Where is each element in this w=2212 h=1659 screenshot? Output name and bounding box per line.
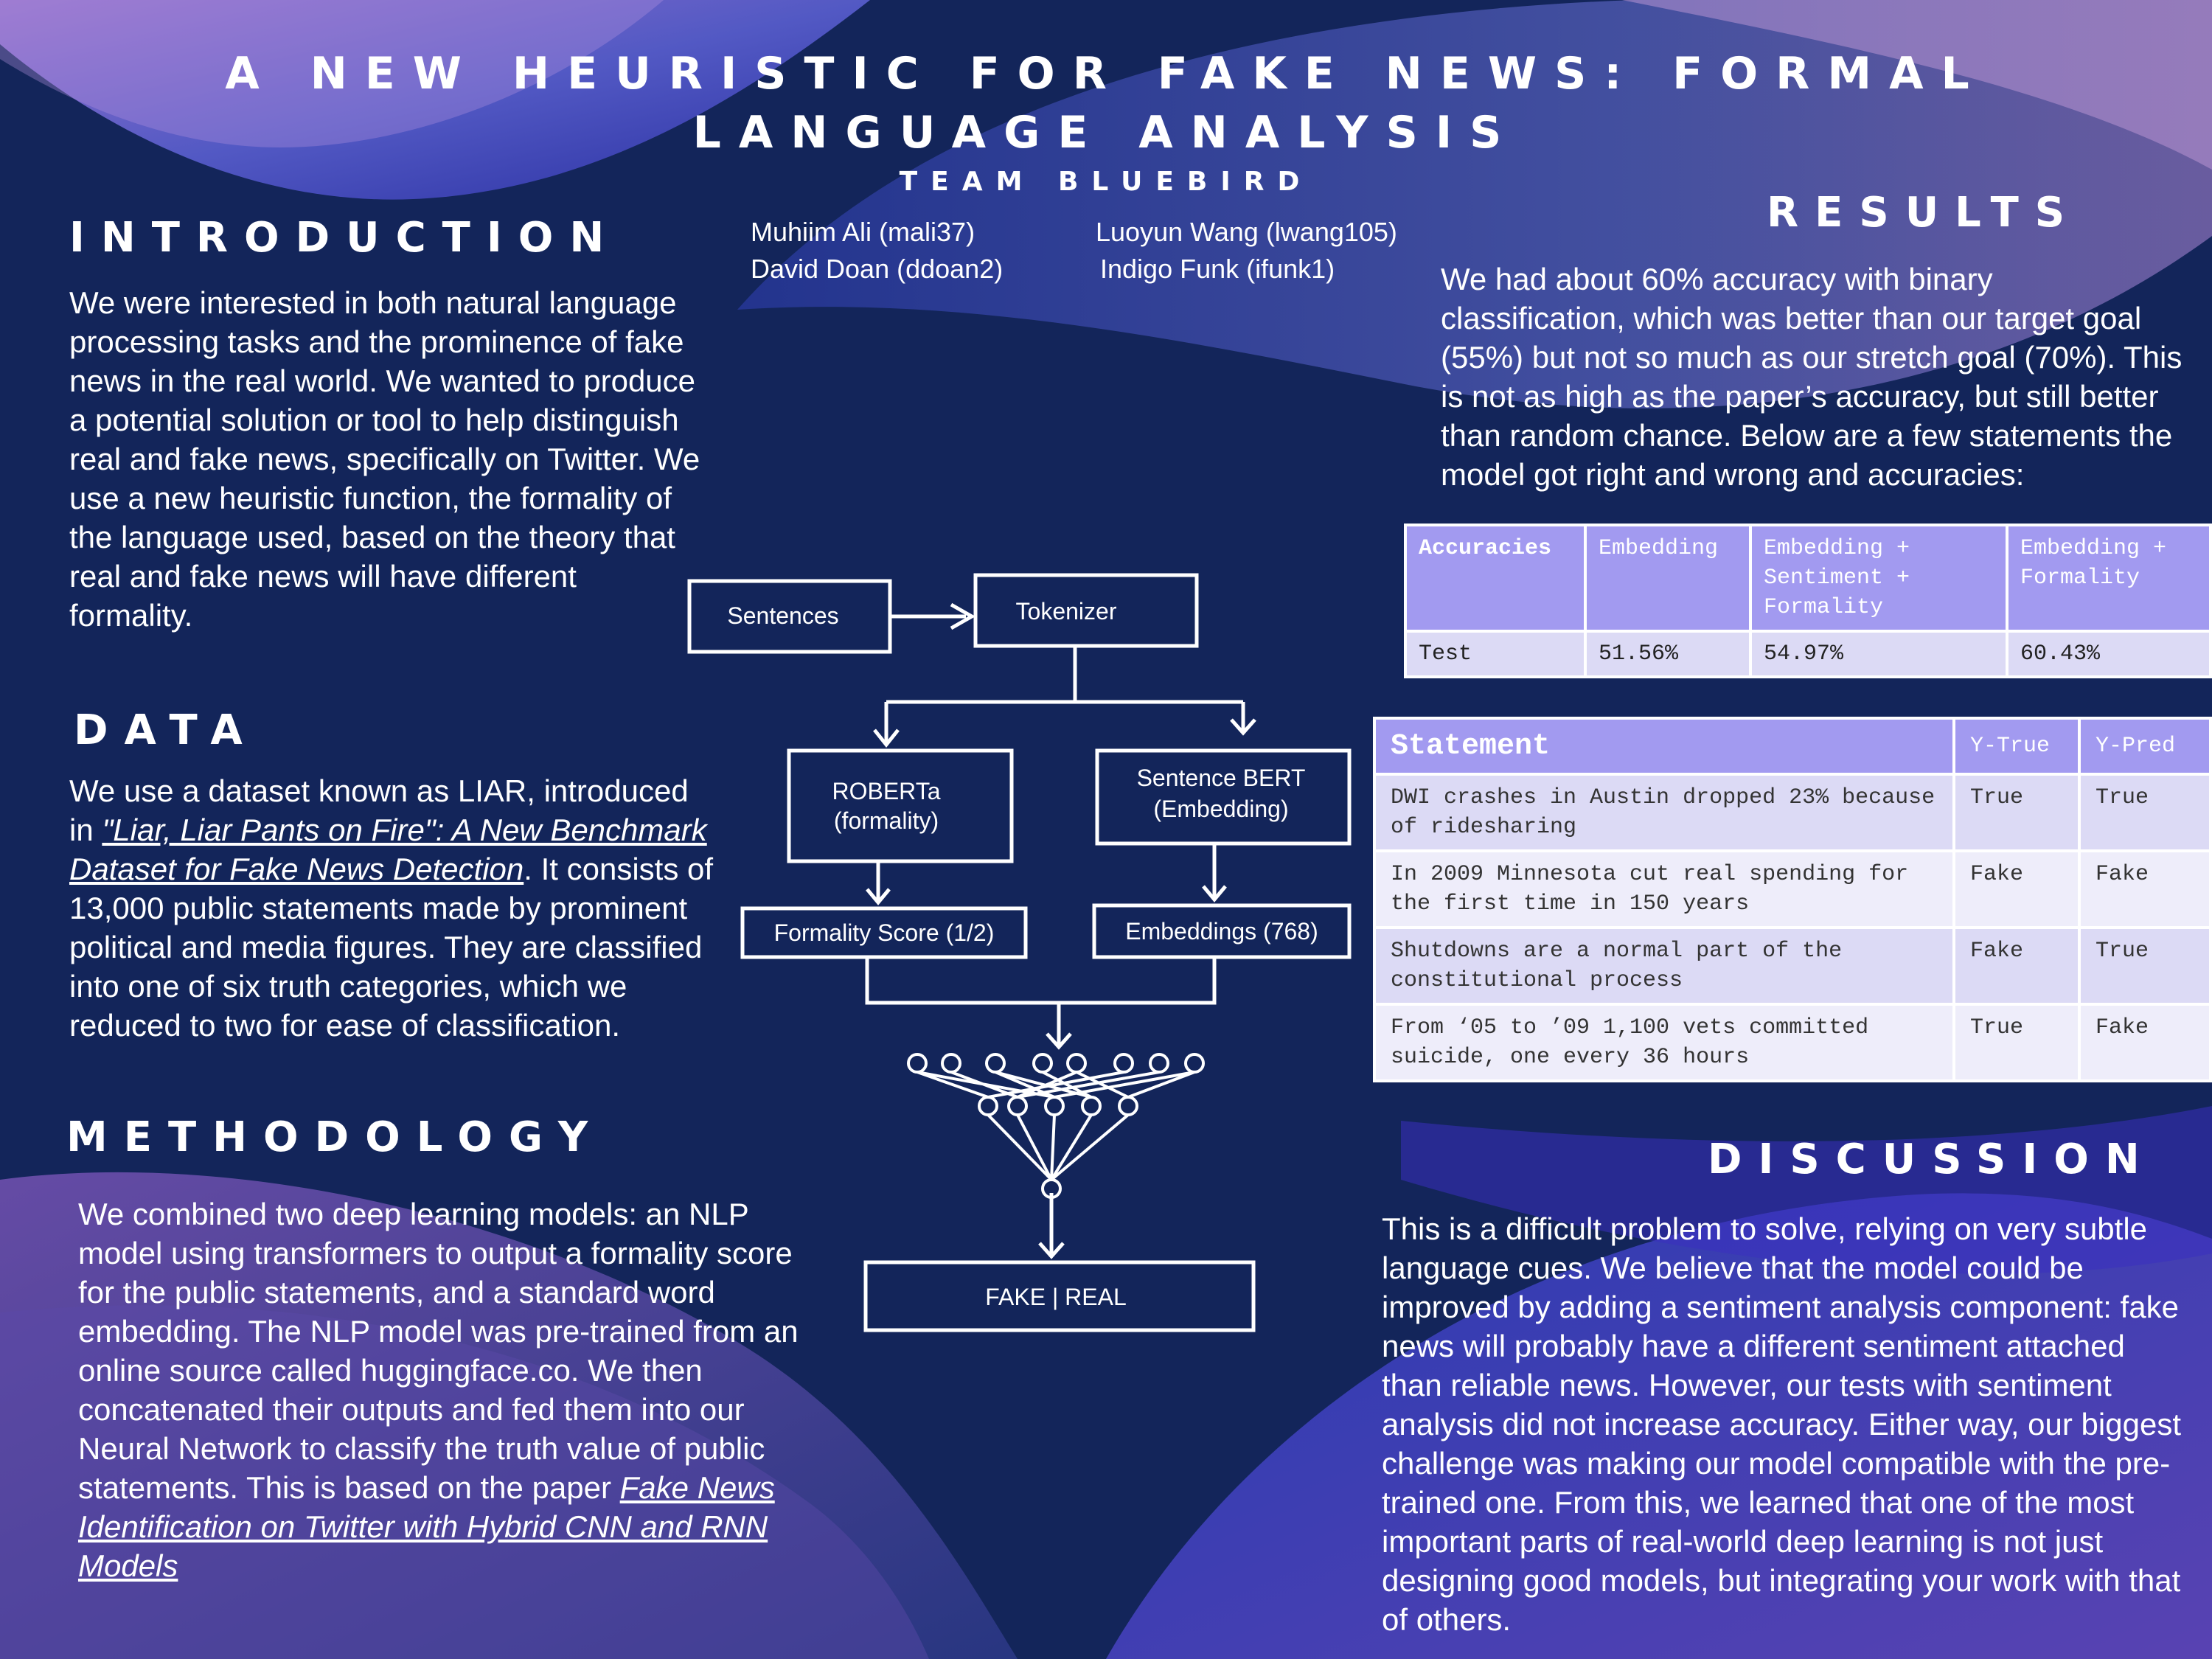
table-header-cell: Y-True bbox=[1955, 720, 2078, 773]
embeddings-label: Embeddings (768) bbox=[1125, 918, 1318, 945]
formality-score-label: Formality Score (1/2) bbox=[774, 919, 995, 946]
statement-cell: From ‘05 to ’09 1,100 vets committed sui… bbox=[1376, 1006, 1952, 1079]
y-true-cell: Fake bbox=[1955, 929, 2078, 1003]
y-true-cell: Fake bbox=[1955, 852, 2078, 926]
statement-table: Statement Y-True Y-Pred DWI crashes in A… bbox=[1373, 717, 2212, 1082]
output-label: FAKE | REAL bbox=[985, 1284, 1127, 1310]
architecture-diagram: Sentences Tokenizer ROBERTa (formality) … bbox=[687, 573, 1352, 1332]
discussion-heading: DISCUSSION bbox=[1708, 1135, 2156, 1183]
table-row: Shutdowns are a normal part of the const… bbox=[1376, 929, 2209, 1003]
table-row: Test 51.56% 54.97% 60.43% bbox=[1407, 633, 2209, 675]
roberta-sublabel: (formality) bbox=[834, 807, 939, 834]
author-4: Indigo Funk (ifunk1) bbox=[1100, 254, 1335, 284]
methodology-heading: METHODOLOGY bbox=[66, 1113, 605, 1161]
table-header-cell: Accuracies bbox=[1407, 526, 1584, 630]
neural-network-icon bbox=[907, 1053, 1205, 1199]
author-3: David Doan (ddoan2) bbox=[751, 254, 1004, 284]
data-text-rest: . It consists of 13,000 public statement… bbox=[69, 852, 714, 1043]
results-heading: RESULTS bbox=[1767, 189, 2081, 237]
y-pred-cell: Fake bbox=[2081, 852, 2209, 926]
team-name: TEAM BLUEBIRD bbox=[899, 167, 1313, 197]
table-header-row: Accuracies Embedding Embedding + Sentime… bbox=[1407, 526, 2209, 630]
table-row: DWI crashes in Austin dropped 23% becaus… bbox=[1376, 776, 2209, 849]
liar-paper-link[interactable]: "Liar, Liar Pants on Fire": A New Benchm… bbox=[69, 813, 707, 886]
table-row: From ‘05 to ’09 1,100 vets committed sui… bbox=[1376, 1006, 2209, 1079]
methodology-text-intro: We combined two deep learning models: an… bbox=[78, 1197, 799, 1505]
table-row: In 2009 Minnesota cut real spending for … bbox=[1376, 852, 2209, 926]
introduction-text: We were interested in both natural langu… bbox=[69, 285, 700, 633]
statement-cell: Shutdowns are a normal part of the const… bbox=[1376, 929, 1952, 1003]
sentence-bert-box bbox=[1095, 748, 1352, 846]
table-header-cell: Embedding + Sentiment + Formality bbox=[1752, 526, 2006, 630]
hybrid-cnn-rnn-paper-link[interactable]: Fake News Identification on Twitter with… bbox=[78, 1470, 775, 1583]
methodology-text: We combined two deep learning models: an… bbox=[78, 1194, 801, 1585]
embeddings-box bbox=[1092, 903, 1352, 959]
data-heading: DATA bbox=[74, 706, 259, 754]
sentences-label: Sentences bbox=[727, 602, 838, 629]
sentence-bert-label: Sentence BERT bbox=[1137, 765, 1306, 791]
output-box bbox=[863, 1260, 1256, 1332]
tokenizer-label: Tokenizer bbox=[1016, 598, 1117, 625]
table-header-cell: Y-Pred bbox=[2081, 720, 2209, 773]
accuracy-table: Accuracies Embedding Embedding + Sentime… bbox=[1404, 524, 2212, 678]
table-cell: Test bbox=[1407, 633, 1584, 675]
table-cell: 54.97% bbox=[1752, 633, 2006, 675]
y-true-cell: True bbox=[1955, 1006, 2078, 1079]
poster-title: A NEW HEURISTIC FOR FAKE NEWS: FORMAL LA… bbox=[225, 48, 1987, 159]
table-header-row: Statement Y-True Y-Pred bbox=[1376, 720, 2209, 773]
table-cell: 60.43% bbox=[2008, 633, 2209, 675]
y-pred-cell: Fake bbox=[2081, 1006, 2209, 1079]
y-true-cell: True bbox=[1955, 776, 2078, 849]
formality-score-box bbox=[740, 906, 1028, 959]
discussion-text: This is a difficult problem to solve, re… bbox=[1382, 1211, 2181, 1637]
roberta-label: ROBERTa bbox=[832, 778, 940, 804]
y-pred-cell: True bbox=[2081, 929, 2209, 1003]
statement-cell: In 2009 Minnesota cut real spending for … bbox=[1376, 852, 1952, 926]
tokenizer-box bbox=[973, 573, 1199, 648]
table-cell: 51.56% bbox=[1587, 633, 1749, 675]
statement-cell: DWI crashes in Austin dropped 23% becaus… bbox=[1376, 776, 1952, 849]
sentence-bert-sublabel: (Embedding) bbox=[1153, 796, 1288, 822]
data-text: We use a dataset known as LIAR, introduc… bbox=[69, 771, 718, 1045]
author-1: Muhiim Ali (mali37) bbox=[751, 217, 975, 247]
results-text: We had about 60% accuracy with binary cl… bbox=[1441, 262, 2183, 492]
table-header-cell: Embedding + Formality bbox=[2008, 526, 2209, 630]
introduction-heading: INTRODUCTION bbox=[69, 214, 621, 262]
table-header-cell: Embedding bbox=[1587, 526, 1749, 630]
table-header-cell: Statement bbox=[1376, 720, 1952, 773]
roberta-box bbox=[787, 748, 1014, 863]
author-2: Luoyun Wang (lwang105) bbox=[1096, 217, 1397, 247]
y-pred-cell: True bbox=[2081, 776, 2209, 849]
data-text-intro: We use a dataset known as LIAR, introduc… bbox=[69, 773, 689, 847]
